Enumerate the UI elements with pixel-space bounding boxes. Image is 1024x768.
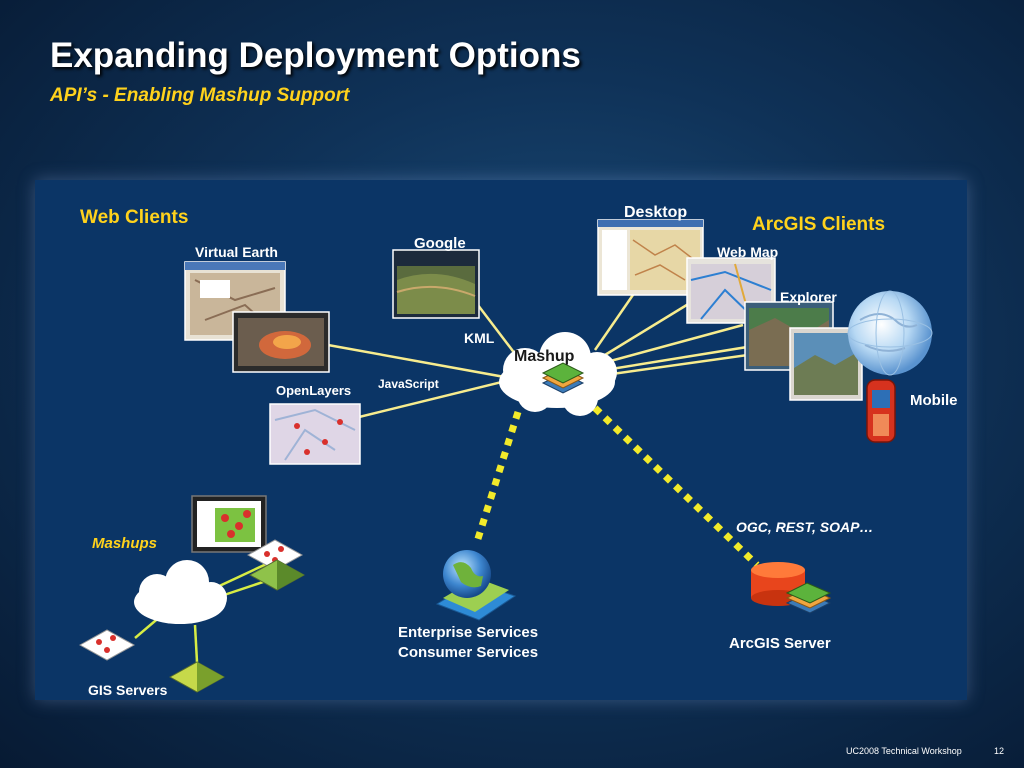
javascript-label: JavaScript	[378, 377, 439, 391]
slide-title: Expanding Deployment Options	[50, 36, 581, 75]
virtual-earth-label: Virtual Earth	[195, 244, 278, 260]
openlayers-screenshot	[269, 403, 361, 465]
web-map-label: Web Map	[717, 244, 778, 260]
slide-subtitle: API’s - Enabling Mashup Support	[50, 85, 350, 106]
earth-globe-icon	[435, 550, 517, 621]
dashed-connectors	[472, 405, 760, 568]
explorer-label: Explorer	[780, 289, 837, 305]
page-number: 12	[994, 746, 1005, 756]
arcgis-clients-heading: ArcGIS Clients	[752, 214, 885, 235]
enterprise-services-label: Enterprise Services	[398, 624, 538, 641]
mashups-heading: Mashups	[92, 535, 157, 552]
mashup-label: Mashup	[514, 348, 575, 365]
virtual-earth-connector	[327, 343, 511, 380]
gis-server-tile-icon	[78, 629, 136, 661]
gis-servers-label: GIS Servers	[88, 682, 168, 698]
arcgis-server-label: ArcGIS Server	[729, 635, 831, 652]
footer-text: UC2008 Technical Workshop	[846, 746, 962, 756]
openlayers-connector	[354, 378, 511, 420]
globe-icon	[847, 290, 933, 376]
server-layers-icon	[785, 582, 832, 614]
terrain-tile-icon	[248, 559, 306, 591]
web-clients-heading: Web Clients	[80, 207, 188, 228]
mashups-cloud-icon	[134, 560, 227, 624]
openlayers-label: OpenLayers	[276, 383, 351, 398]
google-label: Google	[414, 235, 466, 252]
architecture-diagram: Web Clients ArcGIS Clients Virtual Earth…	[35, 180, 967, 700]
desktop-label: Desktop	[624, 204, 687, 221]
google-earth-screenshot	[392, 249, 480, 319]
layers-icon	[541, 362, 585, 394]
explorer-screenshot	[744, 301, 863, 401]
gis-server-terrain-icon	[168, 661, 226, 693]
consumer-services-label: Consumer Services	[398, 644, 538, 661]
virtual-earth-screenshot	[184, 261, 330, 373]
kml-label: KML	[464, 330, 495, 346]
map-tile-icon	[246, 539, 304, 571]
mobile-phone-icon	[866, 379, 896, 443]
mobile-label: Mobile	[910, 392, 958, 409]
mashups-screen-icon	[191, 495, 267, 553]
protocols-label: OGC, REST, SOAP…	[736, 519, 873, 535]
